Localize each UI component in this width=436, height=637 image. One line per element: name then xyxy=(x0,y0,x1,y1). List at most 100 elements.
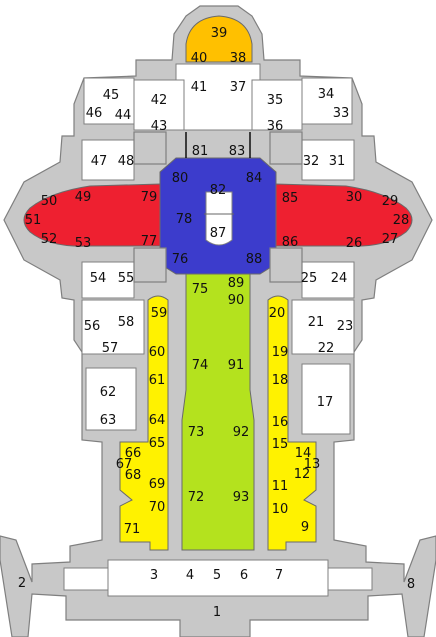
room-label: 85 xyxy=(282,191,299,206)
room-label: 18 xyxy=(272,373,289,388)
room-label: 45 xyxy=(103,88,120,103)
room-label: 31 xyxy=(329,154,346,169)
room-label: 57 xyxy=(102,341,119,356)
upper-arm-left xyxy=(133,79,185,131)
aisle-left xyxy=(119,295,169,551)
aisle-right xyxy=(267,295,317,551)
room-label: 28 xyxy=(393,213,410,228)
room-label: 32 xyxy=(303,154,320,169)
side-room-right xyxy=(291,299,355,355)
room-label: 70 xyxy=(149,500,166,515)
room-label: 56 xyxy=(84,319,101,334)
upper-arm-right xyxy=(251,79,303,131)
room-label: 51 xyxy=(25,213,42,228)
pier-ne xyxy=(269,131,303,165)
pier-sw xyxy=(133,247,167,283)
room-label: 55 xyxy=(118,271,135,286)
room-label: 66 xyxy=(125,446,142,461)
transept-left xyxy=(23,183,161,247)
room-label: 29 xyxy=(382,194,399,209)
room-label: 87 xyxy=(210,226,227,241)
room-label: 76 xyxy=(172,252,189,267)
room-label: 64 xyxy=(149,413,166,428)
upper-chapel-right xyxy=(301,139,355,181)
room-label: 81 xyxy=(192,144,209,159)
porch xyxy=(107,559,329,597)
room-label: 14 xyxy=(295,446,312,461)
room-label: 67 xyxy=(116,457,133,472)
porch-left xyxy=(63,567,109,591)
room-label: 84 xyxy=(246,171,263,186)
room-label: 19 xyxy=(272,345,289,360)
room-label: 78 xyxy=(176,212,193,227)
room-label: 6 xyxy=(240,568,248,583)
room-label: 15 xyxy=(272,437,289,452)
room-label: 30 xyxy=(346,190,363,205)
room-label: 35 xyxy=(267,93,284,108)
room-label: 74 xyxy=(192,358,209,373)
room-label: 49 xyxy=(75,190,92,205)
room-label: 34 xyxy=(318,87,335,102)
room-label: 65 xyxy=(149,436,166,451)
room-label: 22 xyxy=(318,341,335,356)
nave-zone xyxy=(181,273,255,551)
porch-right xyxy=(327,567,373,591)
room-label: 23 xyxy=(337,319,354,334)
room-label: 54 xyxy=(90,271,107,286)
room-label: 89 xyxy=(228,276,245,291)
room-label: 25 xyxy=(301,271,318,286)
room-label: 72 xyxy=(188,490,205,505)
room-label: 8 xyxy=(407,577,415,592)
room-label: 12 xyxy=(294,467,311,482)
room-label: 16 xyxy=(272,415,289,430)
room-label: 75 xyxy=(192,282,209,297)
room-label: 61 xyxy=(149,373,166,388)
room-label: 43 xyxy=(151,119,168,134)
room-label: 17 xyxy=(317,395,334,410)
room-label: 69 xyxy=(149,477,166,492)
room-label: 58 xyxy=(118,315,135,330)
room-label: 53 xyxy=(75,236,92,251)
room-label: 86 xyxy=(282,235,299,250)
room-label: 93 xyxy=(233,490,250,505)
room-label: 42 xyxy=(151,93,168,108)
room-label: 11 xyxy=(272,479,289,494)
room-label: 33 xyxy=(333,106,350,121)
pier-se xyxy=(269,247,303,283)
room-label: 9 xyxy=(301,520,309,535)
room-label: 47 xyxy=(91,154,108,169)
room-label: 46 xyxy=(86,106,103,121)
room-label: 10 xyxy=(272,502,289,517)
room-label: 62 xyxy=(100,385,117,400)
lower-chapel-right xyxy=(301,261,355,299)
chapel-17 xyxy=(301,363,351,435)
apse-zone xyxy=(185,15,253,63)
room-label: 48 xyxy=(118,154,135,169)
room-label: 1 xyxy=(213,605,221,620)
room-label: 7 xyxy=(275,568,283,583)
room-label: 90 xyxy=(228,293,245,308)
room-label: 13 xyxy=(304,457,321,472)
chapel-62-63 xyxy=(85,367,137,431)
room-label: 2 xyxy=(18,576,26,591)
room-label: 59 xyxy=(151,306,168,321)
room-label: 4 xyxy=(186,568,194,583)
pier-nw xyxy=(133,131,167,165)
room-label: 21 xyxy=(308,315,325,330)
room-label: 63 xyxy=(100,413,117,428)
room-label: 60 xyxy=(149,345,166,360)
room-label: 41 xyxy=(191,80,208,95)
room-label: 40 xyxy=(191,51,208,66)
room-label: 80 xyxy=(172,171,189,186)
room-label: 91 xyxy=(228,358,245,373)
room-label: 27 xyxy=(382,232,399,247)
lower-chapel-left xyxy=(81,261,135,299)
room-label: 92 xyxy=(233,425,250,440)
room-label: 37 xyxy=(230,80,247,95)
crossing-inner xyxy=(205,191,233,246)
room-label: 68 xyxy=(125,468,142,483)
room-label: 36 xyxy=(267,119,284,134)
room-label: 39 xyxy=(211,26,228,41)
